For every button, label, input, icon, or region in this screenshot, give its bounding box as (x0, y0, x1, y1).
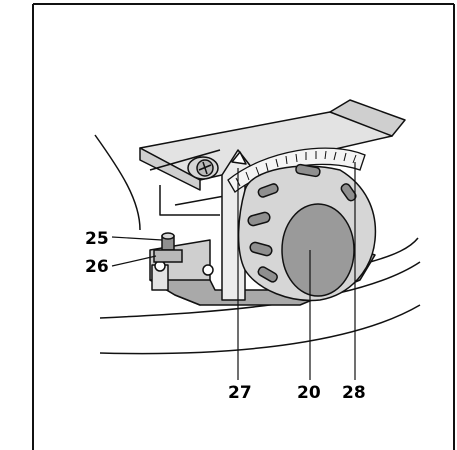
callout-25: 25 (85, 229, 109, 249)
knob-icon (237, 163, 377, 302)
callout-28: 28 (342, 383, 366, 403)
leader-lines (111, 162, 356, 380)
leader-25 (111, 236, 163, 241)
screw-icon (187, 156, 219, 180)
adjustment-screw (153, 232, 183, 263)
callout-26: 26 (85, 257, 109, 277)
callout-27: 27 (228, 383, 252, 403)
leader-26 (111, 255, 157, 267)
frame-border (32, 3, 455, 450)
callout-20: 20 (297, 383, 321, 403)
